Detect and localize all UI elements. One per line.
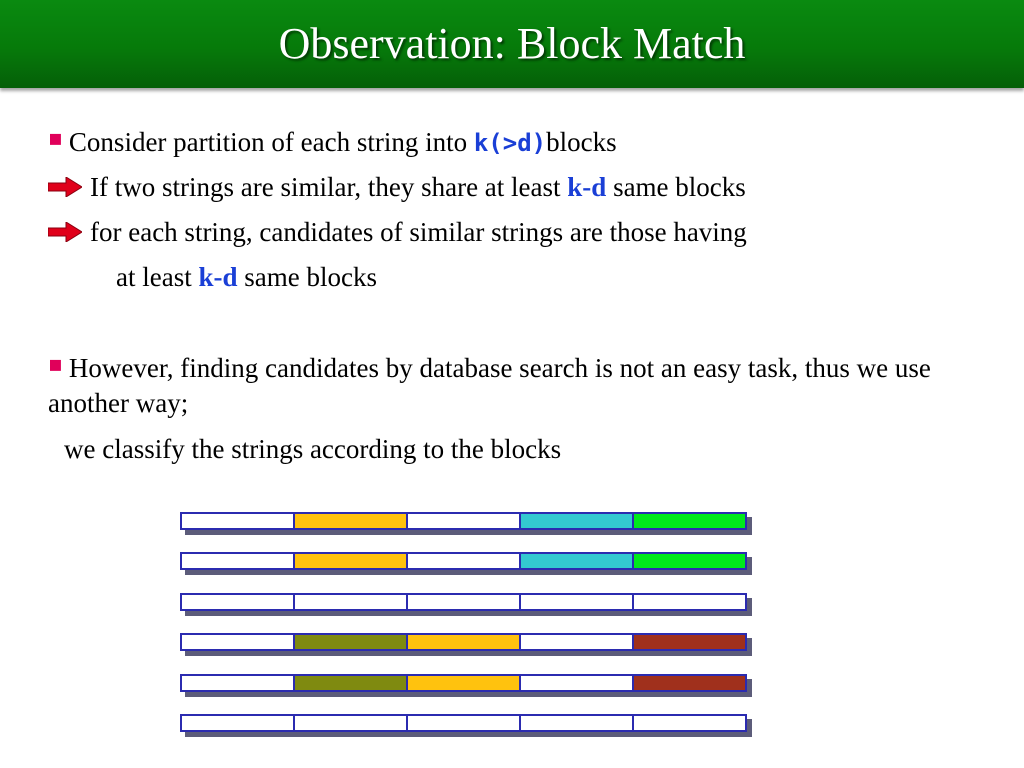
block-cell	[406, 552, 521, 570]
block-cell	[180, 674, 295, 692]
block-cell	[632, 593, 747, 611]
bullet-icon: ▪	[48, 126, 63, 151]
line4-kd: k-d	[198, 262, 238, 292]
block-cell	[406, 512, 521, 530]
block-cell	[293, 674, 408, 692]
block-cell	[632, 714, 747, 732]
block-cell	[293, 552, 408, 570]
block-cell	[632, 674, 747, 692]
block-cell	[406, 593, 521, 611]
block-cell	[632, 512, 747, 530]
arrow-line-3: for each string, candidates of similar s…	[48, 216, 747, 248]
block-cell	[632, 552, 747, 570]
block-cell	[519, 633, 634, 651]
block-cell	[180, 512, 295, 530]
block-cell	[519, 714, 634, 732]
line2-text: If two strings are similar, they share a…	[90, 172, 568, 202]
arrow-line-2: If two strings are similar, they share a…	[48, 171, 746, 203]
line4-text: at least	[116, 262, 199, 292]
block-cell	[406, 633, 521, 651]
block-cell	[519, 552, 634, 570]
block-cell	[406, 714, 521, 732]
block-cell	[519, 593, 634, 611]
block-cell	[519, 674, 634, 692]
bullet-icon: ▪	[48, 352, 63, 377]
block-cell	[293, 593, 408, 611]
line3-text: for each string, candidates of similar s…	[90, 217, 747, 247]
right-arrow-icon	[48, 222, 82, 242]
block-cell	[180, 593, 295, 611]
bullet-line-1: ▪Consider partition of each string into …	[48, 126, 617, 161]
block-cell	[180, 552, 295, 570]
slide-title: Observation: Block Match	[278, 19, 746, 68]
block-cell	[519, 512, 634, 530]
block-cell	[406, 674, 521, 692]
line1-tail: blocks	[546, 127, 617, 157]
right-arrow-icon	[48, 177, 82, 197]
line2-kd: k-d	[567, 172, 607, 202]
block-cell	[293, 512, 408, 530]
bullet-line-5: ▪However, finding candidates by database…	[48, 352, 1008, 419]
block-cell	[293, 714, 408, 732]
block-cell	[293, 633, 408, 651]
block-cell	[180, 633, 295, 651]
line-6: we classify the strings according to the…	[64, 433, 561, 465]
line5-text: However, finding candidates by database …	[48, 353, 931, 418]
line1-kd: k(>d)	[473, 129, 547, 157]
title-bar: Observation: Block Match	[0, 0, 1024, 88]
block-cell	[180, 714, 295, 732]
line2-tail: same blocks	[606, 172, 746, 202]
block-cell	[632, 633, 747, 651]
line4-tail: same blocks	[237, 262, 377, 292]
indented-line-4: at least k-d same blocks	[116, 261, 377, 293]
line6-text: we classify the strings according to the…	[64, 434, 562, 464]
line1-text: Consider partition of each string into	[68, 127, 474, 157]
